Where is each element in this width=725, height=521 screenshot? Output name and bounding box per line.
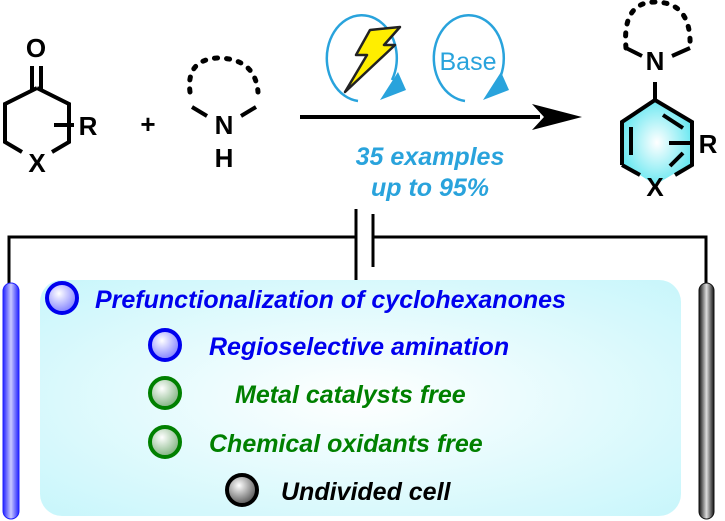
circuit-wire	[7, 209, 708, 289]
product-nitrogen: N	[646, 46, 665, 76]
anode-electrode	[2, 282, 20, 520]
examples-count: 35 examples	[356, 143, 505, 171]
feature-item: Regioselective amination	[209, 333, 509, 361]
max-yield: up to 95%	[371, 174, 489, 202]
plus-sign: +	[140, 109, 155, 139]
amine-nitrogen: N	[215, 110, 234, 140]
amine-structure	[187, 55, 261, 118]
feature-item: Chemical oxidants free	[209, 430, 483, 458]
ketone-r-group: R	[79, 111, 98, 141]
cycle-arrowhead-icon	[380, 72, 406, 100]
lightning-bolt-icon	[343, 25, 402, 94]
features-panel	[40, 280, 681, 516]
bullet-icon	[45, 281, 79, 315]
ketone-heteroatom: X	[28, 148, 46, 178]
cathode-electrode	[698, 282, 715, 520]
product-heteroatom: X	[646, 172, 664, 202]
amine-hydrogen: H	[215, 143, 234, 173]
bullet-icon	[148, 425, 182, 459]
bullet-icon	[225, 473, 259, 507]
product-r-group: R	[699, 129, 718, 159]
bullet-icon	[148, 328, 182, 362]
electrochemical-cycle-icon	[325, 14, 506, 103]
product-structure	[620, 0, 694, 177]
reaction-arrow	[300, 104, 582, 130]
cycle-arrowhead-icon	[483, 72, 509, 100]
ketone-oxygen: O	[26, 33, 46, 63]
bullet-icon	[148, 376, 182, 410]
cyclohexanone-structure	[3, 66, 74, 154]
feature-item: Metal catalysts free	[235, 381, 466, 409]
base-label: Base	[440, 48, 497, 76]
feature-item: Undivided cell	[281, 478, 452, 506]
feature-item: Prefunctionalization of cyclohexanones	[95, 286, 566, 314]
